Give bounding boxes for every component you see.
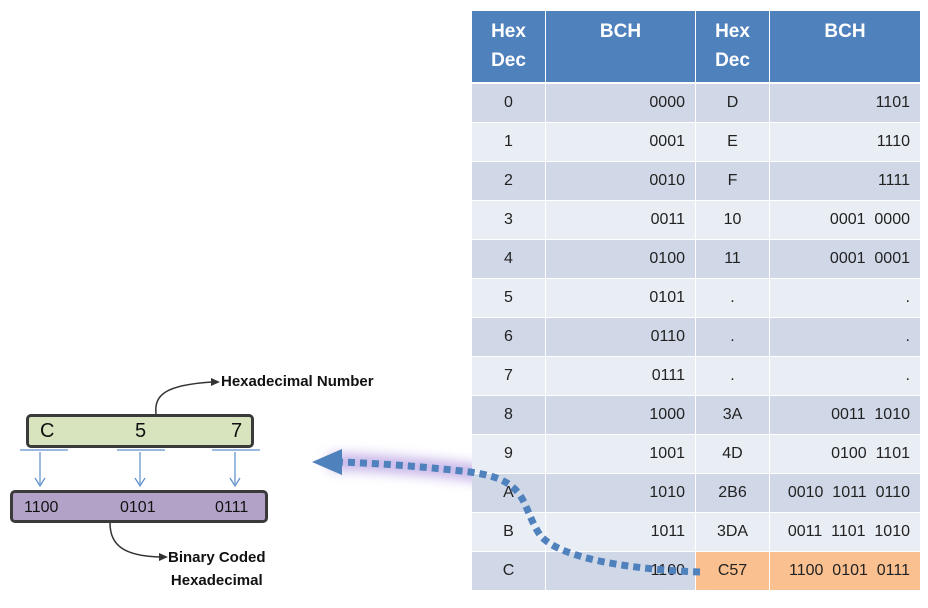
header-bch-2: BCH — [770, 11, 920, 84]
bch-cell: 0001 — [546, 123, 696, 162]
hex-dec-cell: 11 — [696, 240, 770, 279]
hexadecimal-number-label: Hexadecimal Number — [221, 373, 374, 390]
hex-dec-cell: 9 — [472, 435, 546, 474]
dotted-curve-arrow — [339, 458, 701, 576]
bch-cell: 0100 1101 — [770, 435, 920, 474]
arrow-head-icon — [312, 449, 342, 475]
hex-dec-cell: C57 — [696, 552, 770, 591]
hex-dec-cell: 3DA — [696, 513, 770, 552]
bch-cell: 1000 — [546, 396, 696, 435]
hex-dec-cell: . — [696, 279, 770, 318]
bch-cell: 0010 1011 0110 — [770, 474, 920, 513]
binary-group: 0101 — [120, 499, 156, 516]
hex-number-box: C 5 7 — [26, 414, 254, 448]
hex-dec-cell: 4D — [696, 435, 770, 474]
bch-cell: 0101 — [546, 279, 696, 318]
header-bch-1: BCH — [546, 11, 696, 84]
bin-label-pointer — [109, 522, 161, 558]
hex-dec-cell: 1 — [472, 123, 546, 162]
binary-coded-box: 1100 0101 0111 — [10, 490, 268, 523]
bch-cell: . — [770, 357, 920, 396]
hex-dec-cell: D — [696, 84, 770, 123]
bch-cell: 1001 — [546, 435, 696, 474]
bch-cell: 0100 — [546, 240, 696, 279]
bch-cell: 1101 — [770, 84, 920, 123]
hex-dec-cell: 0 — [472, 84, 546, 123]
hex-dec-cell: 4 — [472, 240, 546, 279]
hex-digit: 7 — [231, 420, 243, 442]
bch-cell: 0000 — [546, 84, 696, 123]
bch-cell: . — [770, 318, 920, 357]
hex-dec-cell: 5 — [472, 279, 546, 318]
binary-group: 1100 — [24, 499, 59, 516]
hex-dec-cell: F — [696, 162, 770, 201]
bch-cell: . — [770, 279, 920, 318]
bin-label-pointer-head — [159, 553, 168, 561]
hex-dec-cell: 2 — [472, 162, 546, 201]
hex-dec-cell: 3 — [472, 201, 546, 240]
bch-cell: 0011 — [546, 201, 696, 240]
bch-cell: 1110 — [770, 123, 920, 162]
bch-cell: 0010 — [546, 162, 696, 201]
binary-group: 0111 — [215, 499, 249, 516]
bch-cell: 0111 — [546, 357, 696, 396]
bch-cell: 0011 1010 — [770, 396, 920, 435]
hex-dec-cell: 8 — [472, 396, 546, 435]
digit-arrows — [20, 449, 260, 488]
hex-label-pointer-head — [211, 378, 220, 386]
hex-dec-cell: . — [696, 357, 770, 396]
bch-cell: 1010 — [546, 474, 696, 513]
bch-cell: 0011 1101 1010 — [770, 513, 920, 552]
hex-dec-cell: 3A — [696, 396, 770, 435]
bch-cell: 0001 0000 — [770, 201, 920, 240]
bch-cell: 0110 — [546, 318, 696, 357]
bch-cell: 1111 — [770, 162, 920, 201]
bch-cell: 1011 — [546, 513, 696, 552]
hex-dec-cell: 6 — [472, 318, 546, 357]
bch-cell: 0001 0001 — [770, 240, 920, 279]
hex-dec-cell: E — [696, 123, 770, 162]
hex-label-pointer — [155, 381, 213, 415]
hex-dec-cell: 2B6 — [696, 474, 770, 513]
hex-dec-cell: C — [472, 552, 546, 591]
hex-dec-cell: . — [696, 318, 770, 357]
hex-dec-cell: 7 — [472, 357, 546, 396]
hex-digit: 5 — [135, 420, 147, 442]
hex-digit: C — [40, 420, 55, 442]
bch-cell: 1100 0101 0111 — [770, 552, 920, 591]
hex-dec-cell: 10 — [696, 201, 770, 240]
